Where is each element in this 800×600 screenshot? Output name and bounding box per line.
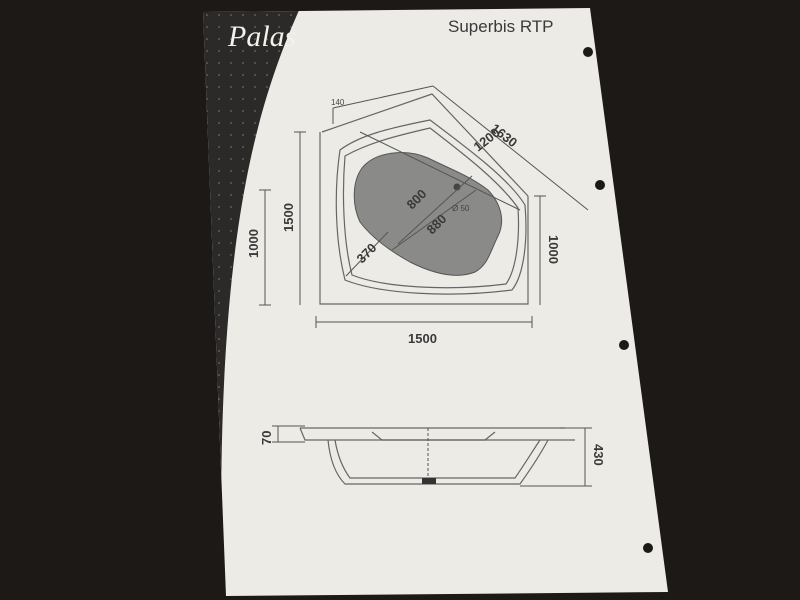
dim-height-left-outer: 1000	[246, 229, 261, 258]
dim-rim-height: 70	[259, 431, 274, 445]
side-view-drawing: 70 430	[259, 425, 606, 487]
drain-label: Ø 50	[452, 204, 470, 213]
dim-width-bottom: 1500	[408, 331, 437, 346]
paper-sheet	[203, 8, 668, 596]
binder-hole	[619, 340, 629, 350]
dim-height-left-inner: 1500	[281, 203, 296, 232]
brand-logo: Palas	[227, 20, 296, 53]
dim-height-right: 1000	[546, 235, 561, 264]
binder-hole	[583, 47, 593, 57]
binder-hole	[643, 543, 653, 553]
model-title: Superbis RTP	[448, 17, 554, 36]
drain-plug	[422, 478, 436, 484]
dim-rim: 140	[331, 98, 345, 107]
dim-total-height: 430	[591, 444, 606, 466]
binder-hole	[595, 180, 605, 190]
